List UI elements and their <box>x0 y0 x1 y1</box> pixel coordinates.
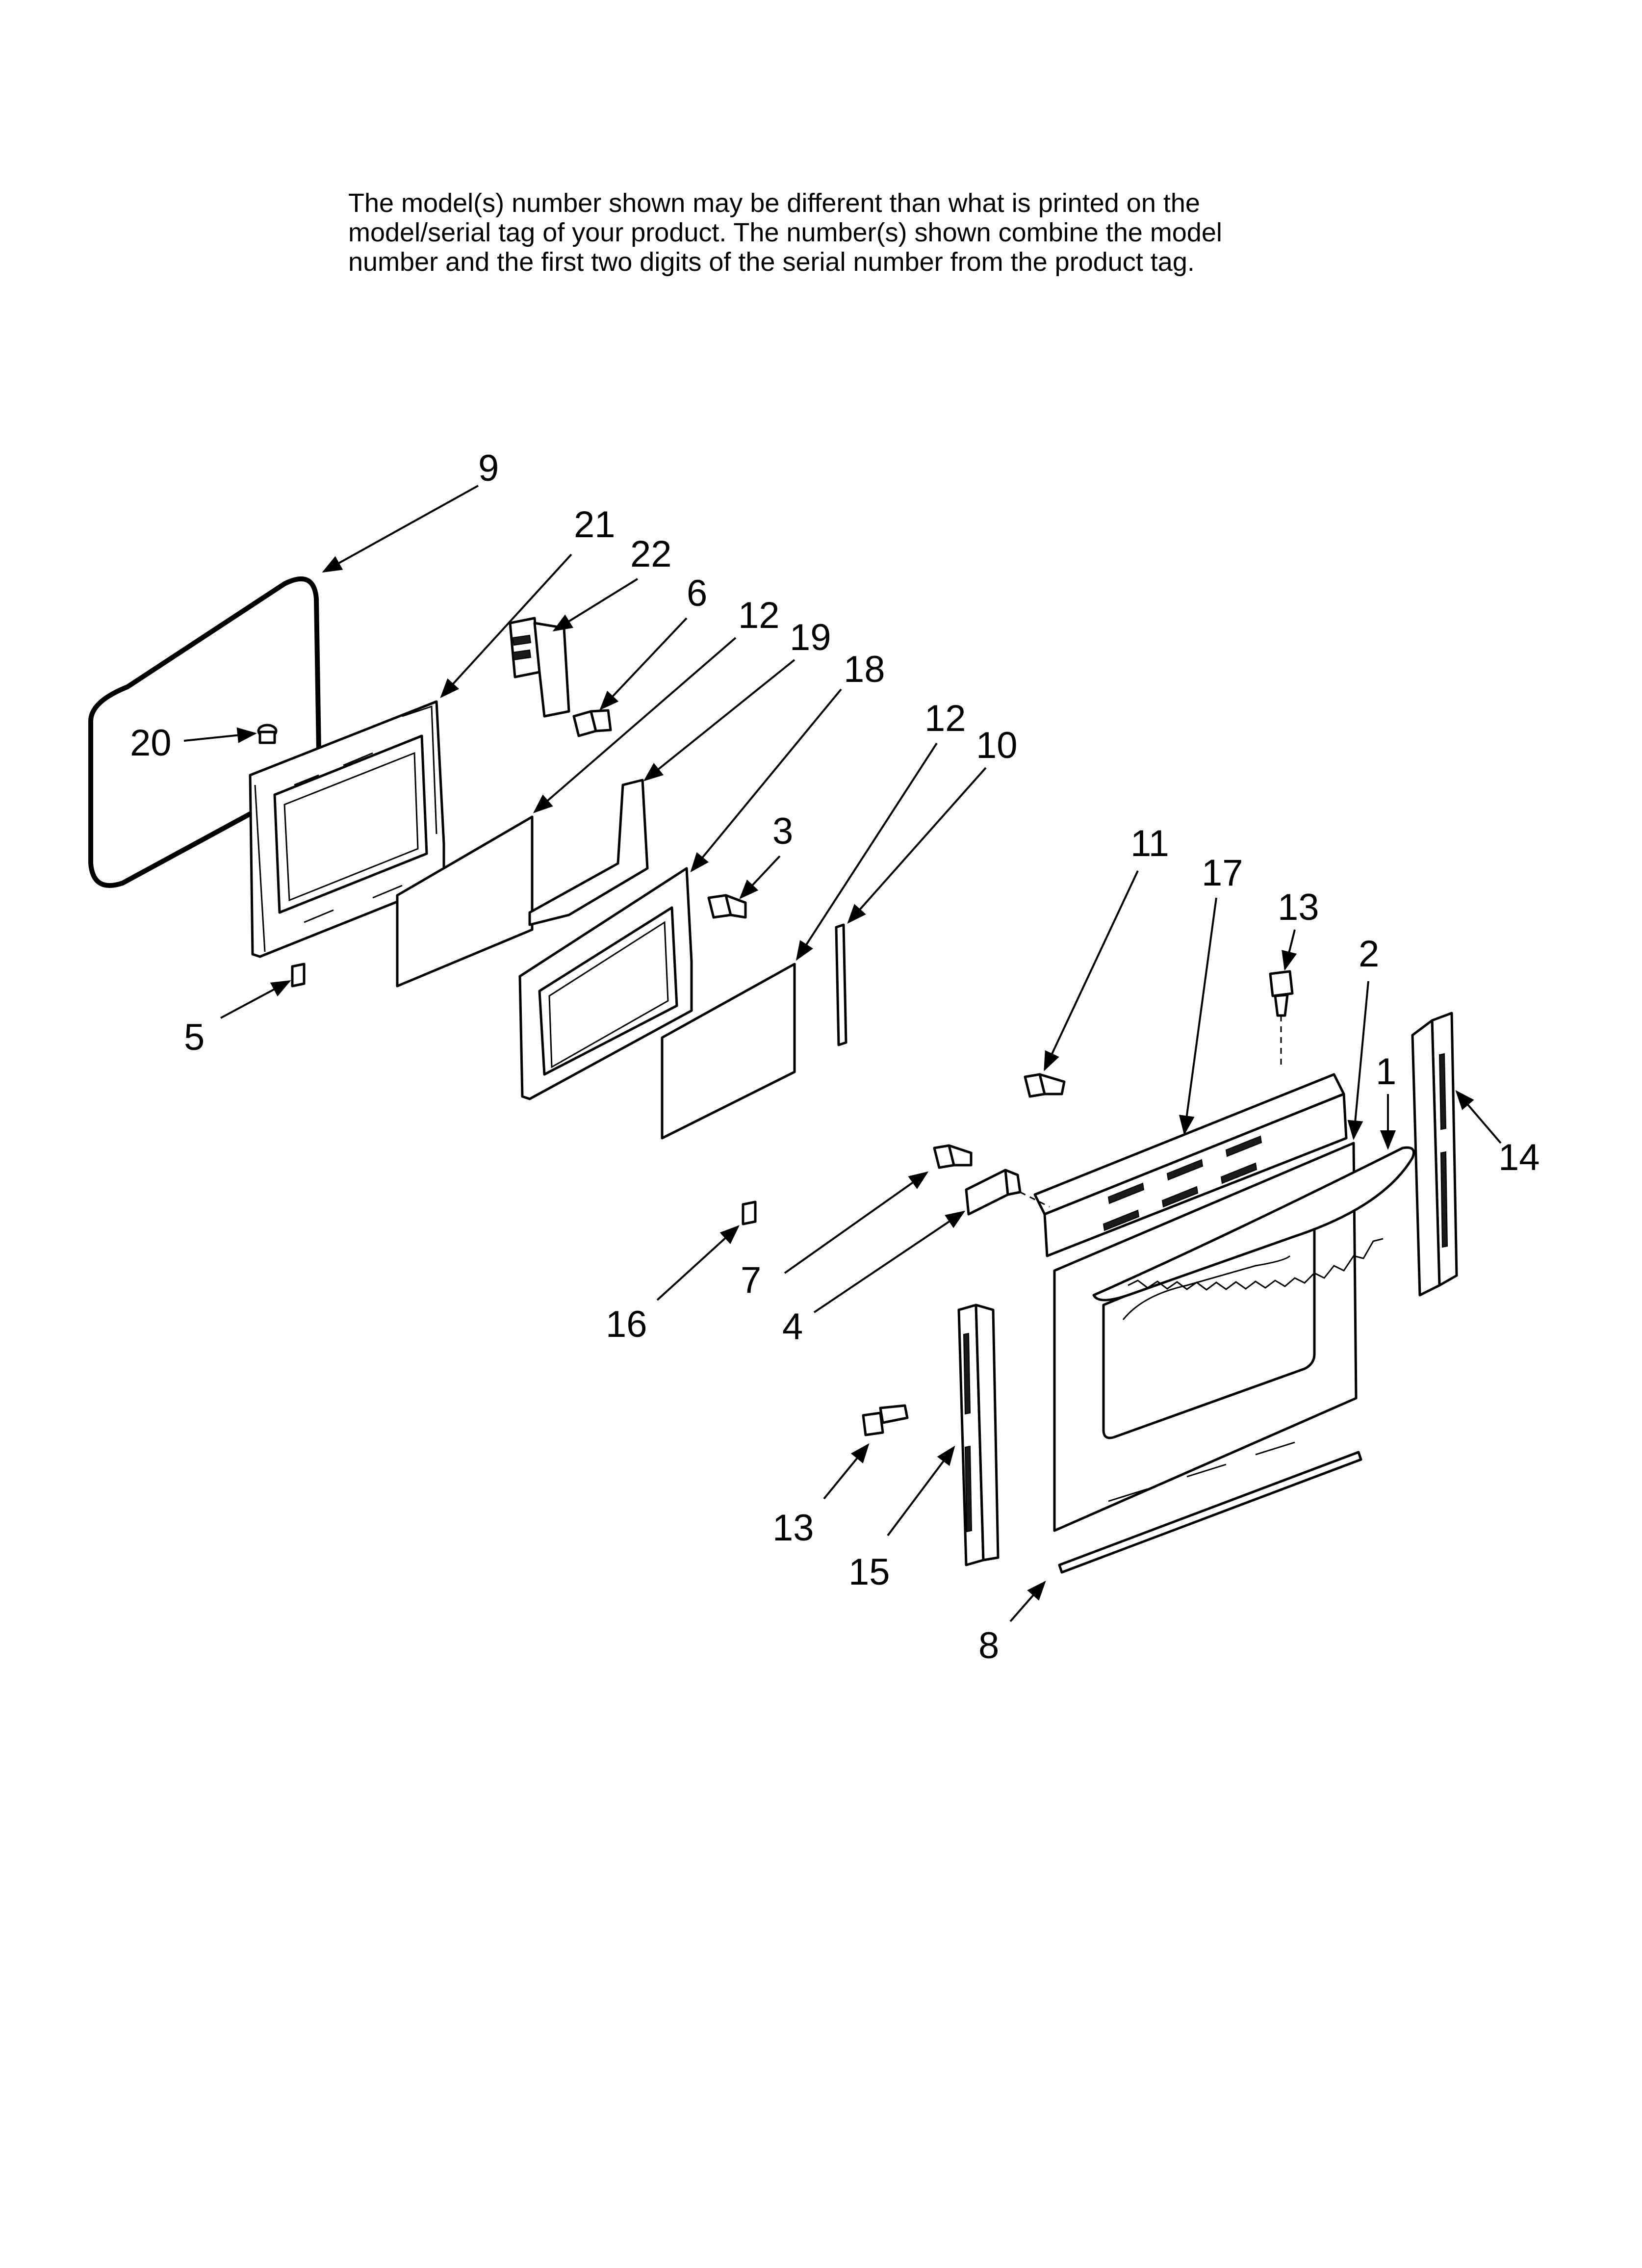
right-trim-part <box>1411 1012 1458 1297</box>
callout-12a: 12 <box>738 595 780 636</box>
bumper-part <box>257 724 278 744</box>
screw-13-upper-part <box>1269 970 1294 1069</box>
glass-panel-lower-part <box>661 963 796 1140</box>
leader-15 <box>887 1445 955 1537</box>
callout-14: 14 <box>1498 1137 1540 1178</box>
leader-5 <box>220 980 291 1019</box>
screw-13-lower-part <box>862 1404 909 1436</box>
callout-13b: 13 <box>772 1507 814 1549</box>
callout-4: 4 <box>782 1306 803 1348</box>
leader-13a <box>1282 929 1297 971</box>
leader-17 <box>1179 897 1217 1135</box>
callout-21: 21 <box>574 504 616 546</box>
clip-16-part <box>742 1200 757 1225</box>
callout-2: 2 <box>1359 933 1379 975</box>
leader-11 <box>1044 870 1139 1071</box>
callout-17: 17 <box>1202 852 1243 894</box>
screw-7-part <box>933 1144 973 1169</box>
note-line-1: The model(s) number shown may be differe… <box>348 188 1200 218</box>
leader-6 <box>599 617 688 710</box>
screw-6-part <box>572 709 612 737</box>
callout-8: 8 <box>978 1625 999 1667</box>
hinge-part <box>509 617 570 718</box>
leader-19 <box>643 659 795 782</box>
callout-11: 11 <box>1130 823 1169 864</box>
vent-panel-part <box>1033 1073 1348 1257</box>
spacer-strip-part <box>835 923 847 1046</box>
screw-3-part <box>707 894 747 919</box>
leader-7 <box>784 1171 929 1274</box>
callout-3: 3 <box>772 810 793 852</box>
note-line-2: model/serial tag of your product. The nu… <box>348 218 1222 247</box>
callout-13a: 13 <box>1278 886 1319 928</box>
disclaimer-note: The model(s) number shown may be differe… <box>348 188 1378 277</box>
leader-12a <box>533 637 737 813</box>
leader-14 <box>1455 1090 1502 1144</box>
leader-13b <box>823 1443 870 1500</box>
leader-2 <box>1347 981 1369 1140</box>
leader-4 <box>813 1210 966 1313</box>
bottom-strip-part <box>1058 1451 1362 1574</box>
glass-panel-upper-part <box>396 815 534 988</box>
leader-16 <box>656 1225 740 1301</box>
leader-10 <box>847 767 987 924</box>
callout-16: 16 <box>606 1303 647 1345</box>
callout-7: 7 <box>741 1259 761 1301</box>
callout-5: 5 <box>184 1017 205 1058</box>
callout-19: 19 <box>790 617 831 658</box>
left-trim-part <box>957 1303 1000 1566</box>
screw-11-part <box>1024 1073 1066 1098</box>
callout-labels: 9 21 22 6 12 19 18 12 10 20 3 11 17 13 2… <box>130 447 1540 1667</box>
glass-frame-part <box>518 867 693 1100</box>
clip-5-part <box>291 963 306 988</box>
leader-8 <box>1009 1580 1046 1622</box>
callout-9: 9 <box>478 447 499 489</box>
inner-door-frame-part <box>249 700 445 958</box>
callout-22: 22 <box>630 533 672 575</box>
leader-lines <box>183 485 1502 1622</box>
callout-12b: 12 <box>924 698 966 739</box>
bracket-part <box>965 1169 1050 1216</box>
leader-18 <box>690 688 842 873</box>
leader-12b <box>795 742 938 961</box>
callout-20: 20 <box>130 722 172 764</box>
leader-22 <box>552 578 639 632</box>
callout-15: 15 <box>848 1551 890 1593</box>
leader-3 <box>739 855 781 899</box>
leader-20 <box>183 727 257 743</box>
callout-18: 18 <box>844 649 885 690</box>
door-handle-part <box>1092 1146 1415 1302</box>
note-line-3: number and the first two digits of the s… <box>348 247 1195 277</box>
callout-1: 1 <box>1376 1051 1396 1093</box>
leader-21 <box>440 553 572 698</box>
insulation-part <box>528 779 649 926</box>
callout-6: 6 <box>687 573 707 614</box>
leader-9 <box>322 485 479 573</box>
callout-10: 10 <box>976 725 1018 766</box>
